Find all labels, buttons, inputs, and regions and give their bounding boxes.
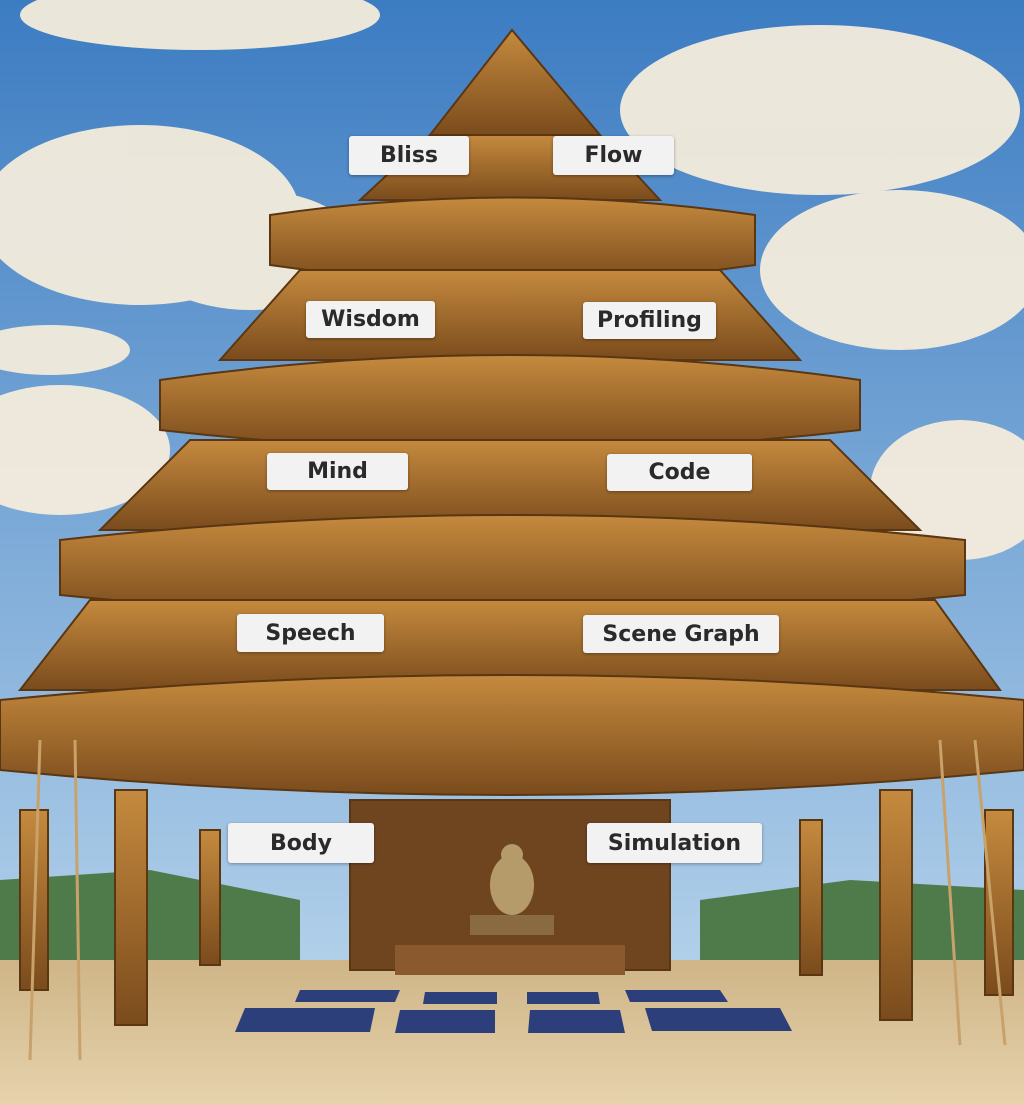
label-code: Code bbox=[607, 454, 752, 491]
hills bbox=[0, 870, 1024, 980]
label-speech: Speech bbox=[237, 614, 384, 652]
label-flow: Flow bbox=[553, 136, 674, 175]
label-wisdom: Wisdom bbox=[306, 301, 435, 338]
label-body: Body bbox=[228, 823, 374, 863]
label-profiling: Profiling bbox=[583, 302, 716, 339]
altar bbox=[395, 945, 625, 975]
label-mind: Mind bbox=[267, 453, 408, 490]
label-bliss: Bliss bbox=[349, 136, 469, 175]
label-simulation: Simulation bbox=[587, 823, 762, 863]
ground bbox=[0, 960, 1024, 1105]
meditation-mats bbox=[235, 990, 792, 1033]
label-scene-graph: Scene Graph bbox=[583, 615, 779, 653]
buddha-statue bbox=[470, 844, 554, 935]
ladders bbox=[28, 739, 1007, 1061]
